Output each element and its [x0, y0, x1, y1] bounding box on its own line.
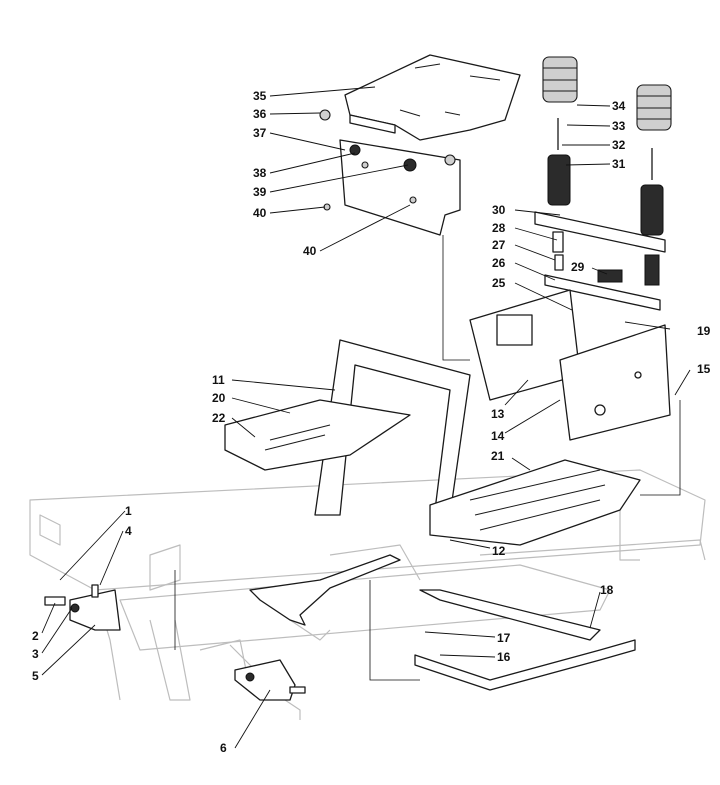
part-label-12: 12 [492, 544, 506, 558]
left-footplate [224, 399, 411, 471]
part-label-1: 1 [125, 504, 132, 518]
part-label-14: 14 [491, 429, 505, 443]
part-label-38: 38 [253, 166, 267, 180]
part-label-32: 32 [612, 138, 626, 152]
hinge-bracket [319, 109, 461, 236]
part-label-13: 13 [491, 407, 505, 421]
part-label-36: 36 [253, 107, 267, 121]
part-label-6: 6 [220, 741, 227, 755]
seat-plate [344, 54, 521, 141]
part-label-16: 16 [497, 650, 511, 664]
part-label-15: 15 [697, 362, 711, 376]
part-label-19: 19 [697, 324, 711, 338]
part-label-40a: 40 [253, 206, 267, 220]
part-label-17: 17 [497, 631, 511, 645]
suspension-right [636, 84, 672, 236]
part-label-3: 3 [32, 647, 39, 661]
part-label-18: 18 [600, 583, 614, 597]
part-label-29: 29 [571, 260, 585, 274]
part-label-20: 20 [212, 391, 226, 405]
right-footplate [429, 459, 641, 546]
part-label-33: 33 [612, 119, 626, 133]
part-label-22: 22 [212, 411, 226, 425]
cross-member [249, 554, 401, 626]
assembly-lines [174, 235, 681, 681]
part-label-11: 11 [212, 373, 225, 387]
part-label-37: 37 [253, 126, 267, 140]
part-label-40b: 40 [303, 244, 317, 258]
part-label-39: 39 [253, 185, 267, 199]
console-panels [469, 289, 671, 441]
part-label-30: 30 [492, 203, 506, 217]
part-label-31: 31 [612, 157, 626, 171]
left-bracket-assembly [44, 584, 121, 631]
part-label-5: 5 [32, 669, 39, 683]
leader-lines [41, 86, 691, 749]
part-label-2: 2 [32, 629, 39, 643]
part-label-25: 25 [492, 276, 506, 290]
lower-linkage [414, 589, 636, 691]
part-label-27: 27 [492, 238, 506, 252]
bracket-6 [234, 659, 306, 701]
part-label-34: 34 [612, 99, 626, 113]
main-frame [314, 339, 471, 516]
seat-rail [534, 211, 666, 311]
suspension-left [542, 56, 578, 206]
part-label-4: 4 [125, 524, 132, 538]
part-label-28: 28 [492, 221, 506, 235]
part-label-21: 21 [491, 449, 505, 463]
part-label-35: 35 [253, 89, 267, 103]
part-label-26: 26 [492, 256, 506, 270]
